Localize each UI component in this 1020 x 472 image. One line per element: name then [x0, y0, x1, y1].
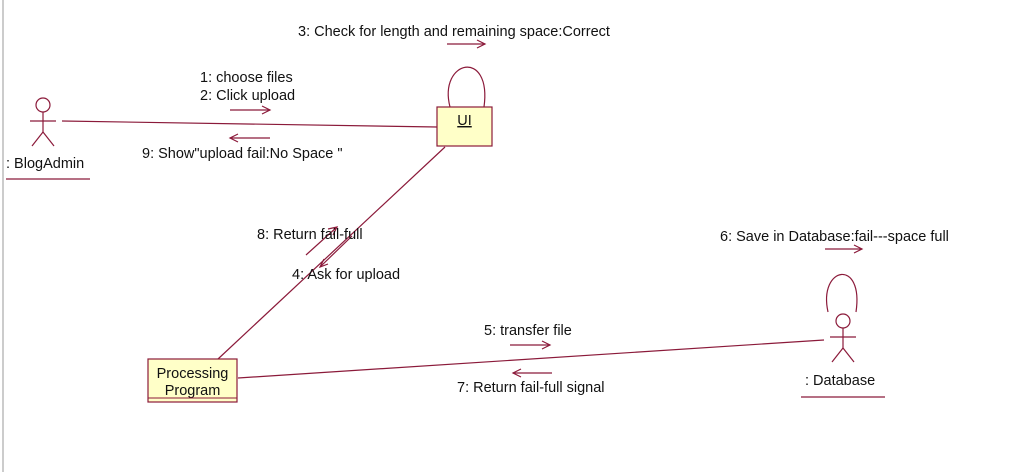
object-processing-box	[147, 358, 238, 403]
link-blogadmin-ui[interactable]	[61, 120, 438, 128]
object-ui-box	[436, 106, 493, 147]
object-processing-label-line2: Program	[165, 383, 221, 399]
message-arrow-8	[305, 226, 339, 256]
actor-blogadmin-head	[35, 97, 51, 113]
actor-blogadmin-label: : BlogAdmin	[6, 156, 84, 172]
message-label-3: 3: Check for length and remaining space:…	[298, 24, 610, 40]
message-label-2: 2: Click upload	[200, 88, 295, 104]
message-label-5: 5: transfer file	[484, 323, 572, 339]
message-label-7: 7: Return fail-full signal	[457, 380, 605, 396]
actor-database-head	[835, 313, 851, 329]
message-arrow-6	[825, 244, 864, 254]
message-arrow-1-2	[230, 105, 272, 115]
object-ui-label: UI	[457, 113, 472, 129]
message-label-6: 6: Save in Database:fail---space full	[720, 229, 949, 245]
message-arrow-7	[511, 368, 552, 378]
self-loop-database[interactable]	[826, 273, 858, 313]
message-label-1: 1: choose files	[200, 70, 293, 86]
actor-database-label: : Database	[805, 373, 875, 389]
message-arrow-3	[447, 39, 487, 49]
object-processing-program[interactable]: Processing Program	[147, 358, 238, 403]
self-loop-ui[interactable]	[447, 66, 486, 108]
actor-blogadmin[interactable]: : BlogAdmin	[6, 97, 90, 180]
message-label-9: 9: Show"upload fail:No Space "	[142, 146, 343, 162]
message-arrow-5	[510, 340, 552, 350]
actor-database[interactable]: : Database	[801, 313, 885, 398]
message-label-8: 8: Return fail-full	[257, 227, 363, 243]
link-processing-database[interactable]	[237, 339, 825, 379]
message-arrow-9	[228, 133, 270, 143]
message-label-4: 4: Ask for upload	[292, 267, 400, 283]
object-ui[interactable]: UI	[436, 106, 493, 147]
message-arrow-4	[318, 235, 353, 269]
object-processing-label-line1: Processing	[157, 366, 229, 382]
link-ui-processing[interactable]	[217, 146, 446, 360]
